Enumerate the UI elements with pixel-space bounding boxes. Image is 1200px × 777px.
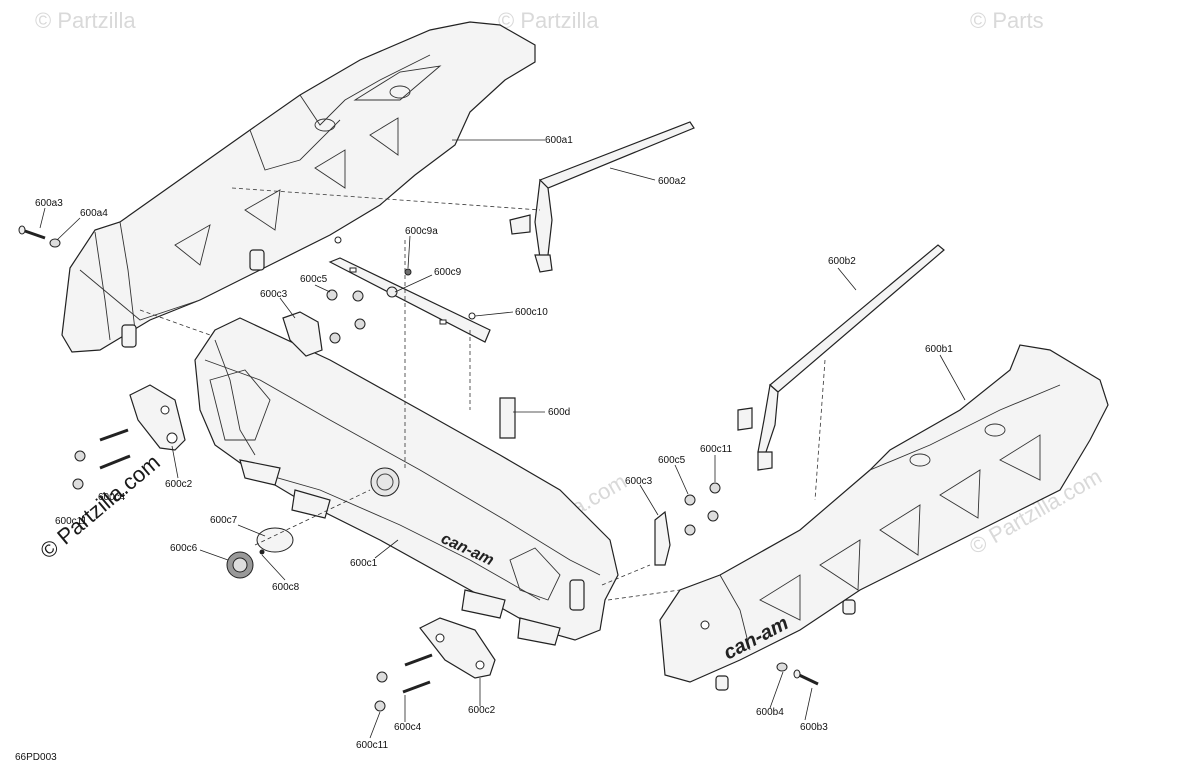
leader-lines — [39, 139, 966, 739]
callout-600c11-right: 600c11 — [700, 444, 733, 455]
nut-600c9a — [404, 268, 412, 276]
hinge-600c2-left — [129, 384, 186, 451]
reflector-600c6 — [226, 551, 254, 579]
fasteners-600c4-left — [72, 428, 131, 490]
callout-600c8: 600c8 — [272, 582, 300, 593]
screw-600c8 — [259, 549, 265, 555]
callout-600c10: 600c10 — [515, 307, 548, 318]
bolt-600a3 — [18, 225, 46, 240]
callout-600c11-bottom: 600c11 — [356, 740, 389, 751]
callout-600a4: 600a4 — [80, 208, 108, 219]
callout-600d: 600d — [548, 407, 570, 418]
bolt-600b3 — [793, 669, 819, 686]
bracket-600c3-left — [282, 311, 323, 357]
callout-600c2-bottom: 600c2 — [468, 705, 496, 716]
left-side-panel — [61, 21, 536, 353]
callout-600c5-left: 600c5 — [300, 274, 328, 285]
watermark-top-right: © Parts — [970, 8, 1044, 33]
callout-600b4: 600b4 — [756, 707, 784, 718]
callout-600c4-bottom: 600c4 — [394, 722, 422, 733]
nuts-600c5-left — [326, 289, 366, 344]
nuts-600c5-right — [684, 482, 721, 536]
cover-600c7 — [256, 527, 294, 553]
callout-600c3-left: 600c3 — [260, 289, 288, 300]
decal-600d — [499, 397, 516, 439]
callout-600c9: 600c9 — [434, 267, 462, 278]
left-grab-rod — [509, 121, 695, 273]
callout-600c1: 600c1 — [350, 558, 378, 569]
callout-600c5-right: 600c5 — [658, 455, 686, 466]
callout-600a1: 600a1 — [545, 135, 573, 146]
callout-600b3: 600b3 — [800, 722, 828, 733]
center-bumper: can-am — [194, 317, 619, 646]
hinge-600c2-bottom — [419, 617, 496, 679]
callout-600a3: 600a3 — [35, 198, 63, 209]
fasteners-600c4-bottom — [374, 653, 433, 712]
callout-600b1: 600b1 — [925, 344, 953, 355]
bracket-600c9 — [328, 257, 491, 343]
screw-600c10 — [468, 312, 476, 320]
bracket-600c3-right — [654, 510, 671, 566]
assembly-lines — [139, 187, 826, 601]
drawing-code: 66PD003 — [15, 752, 57, 763]
callout-600c7: 600c7 — [210, 515, 238, 526]
watermark-top-left: © Partzilla — [35, 8, 136, 33]
callout-600a2: 600a2 — [658, 176, 686, 187]
washer-600b4 — [776, 662, 788, 672]
right-grab-rod — [737, 244, 945, 471]
callout-600c9a: 600c9a — [405, 226, 438, 237]
screw-600c9-top — [334, 236, 342, 244]
watermark-top-center: © Partzilla — [498, 8, 599, 33]
callout-600c4-left: 600c4 — [98, 492, 126, 503]
callout-600c6: 600c6 — [170, 543, 198, 554]
callout-600c11-left: 600c11 — [55, 516, 88, 527]
washer-600a4 — [49, 238, 61, 248]
callout-600c3-right: 600c3 — [625, 476, 653, 487]
callout-600c2-left: 600c2 — [165, 479, 193, 490]
callout-600b2: 600b2 — [828, 256, 856, 267]
